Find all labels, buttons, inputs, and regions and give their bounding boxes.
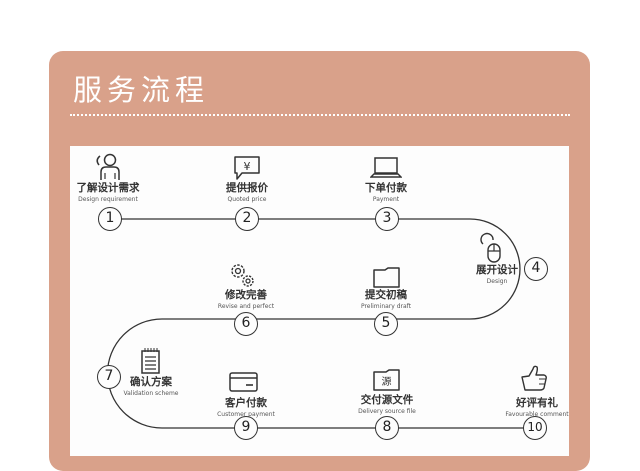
step-9-title: 客户付款 — [225, 397, 267, 409]
step-6-number: 6 — [234, 312, 258, 336]
step-9: 客户付款 Customer payment — [205, 397, 287, 419]
step-1-number: 1 — [98, 207, 122, 231]
step-5-title: 提交初稿 — [365, 289, 407, 301]
step-1-subtitle: Design requirement — [78, 196, 138, 203]
step-2: 提供报价 Quoted price — [207, 182, 287, 204]
step-5-subtitle: Preliminary draft — [360, 303, 412, 310]
step-10-subtitle: Favourable comment — [505, 411, 569, 418]
step-10: 好评有礼 Favourable comment — [502, 397, 572, 419]
step-3: 下单付款 Payment — [346, 182, 426, 204]
credit-card-icon — [229, 372, 258, 392]
step-10-title: 好评有礼 — [516, 397, 558, 409]
step-7: 确认方案 Validation scheme — [116, 376, 186, 398]
svg-text:¥: ¥ — [244, 160, 251, 173]
step-4-number: 4 — [524, 257, 548, 281]
step-2-title: 提供报价 — [226, 182, 268, 194]
source-folder-icon-text: 源 — [382, 375, 392, 388]
step-6: 修改完善 Revise and perfect — [206, 289, 286, 311]
step-1-title: 了解设计需求 — [76, 182, 140, 194]
flow-path — [106, 218, 536, 429]
step-6-title: 修改完善 — [225, 289, 267, 301]
step-8-title: 交付源文件 — [360, 394, 414, 406]
step-6-subtitle: Revise and perfect — [217, 303, 275, 310]
step-7-title: 确认方案 — [130, 376, 172, 388]
step-7-number: 7 — [97, 365, 121, 389]
source-folder-icon: 源 — [373, 369, 400, 391]
step-5: 提交初稿 Preliminary draft — [346, 289, 426, 311]
step-7-subtitle: Validation scheme — [123, 390, 179, 397]
step-1: 了解设计需求 Design requirement — [68, 182, 148, 204]
step-3-subtitle: Payment — [372, 196, 400, 203]
step-2-subtitle: Quoted price — [227, 196, 267, 203]
thumbs-up-icon — [521, 365, 547, 391]
step-2-number: 2 — [235, 207, 259, 231]
folder-icon — [373, 267, 400, 288]
customer-service-icon — [96, 153, 120, 180]
step-8-number: 8 — [375, 416, 399, 440]
step-5-number: 5 — [374, 312, 398, 336]
step-4: 展开设计 Design — [467, 264, 527, 286]
flow-connector — [106, 218, 536, 429]
step-3-title: 下单付款 — [365, 182, 407, 194]
yuan-speech-bubble-icon: ¥ — [234, 156, 260, 180]
step-4-title: 展开设计 — [476, 264, 518, 276]
step-8: 交付源文件 Delivery source file — [346, 394, 428, 416]
dotted-divider — [70, 114, 570, 116]
step-4-subtitle: Design — [486, 278, 508, 285]
flow-panel — [70, 146, 569, 456]
step-9-subtitle: Customer payment — [217, 411, 275, 418]
step-9-number: 9 — [234, 416, 258, 440]
laptop-icon — [370, 157, 402, 178]
step-8-subtitle: Delivery source file — [358, 408, 416, 415]
step-10-number: 10 — [523, 416, 547, 440]
step-3-number: 3 — [375, 207, 399, 231]
mouse-icon — [480, 232, 501, 263]
notepad-icon — [141, 348, 160, 374]
gears-icon — [231, 264, 254, 287]
section-title: 服务流程 — [73, 73, 210, 107]
